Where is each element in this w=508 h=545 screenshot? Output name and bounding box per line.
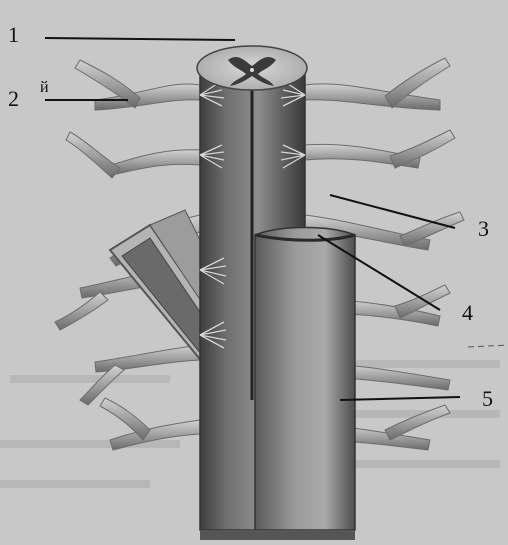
stray-mark: й: [40, 80, 49, 96]
label-2: 2: [8, 88, 19, 110]
cord-cross-section: [197, 46, 307, 90]
label-5: 5: [482, 388, 493, 410]
dashed-mark: [468, 345, 508, 347]
leader-line-5: [340, 397, 460, 400]
label-3: 3: [478, 218, 489, 240]
label-1: 1: [8, 24, 19, 46]
leader-line-1: [45, 38, 235, 40]
label-4: 4: [462, 302, 473, 324]
